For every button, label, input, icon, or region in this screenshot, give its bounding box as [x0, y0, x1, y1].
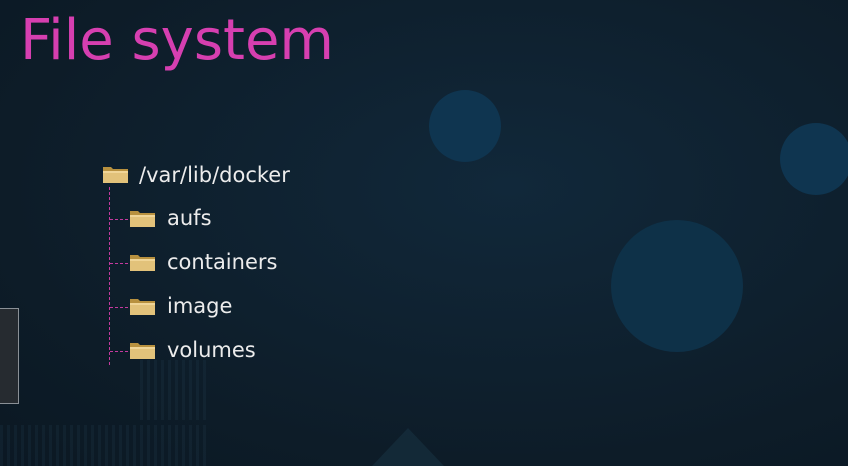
background-decoration [0, 425, 210, 466]
tree-item-image[interactable]: image [167, 294, 233, 318]
folder-icon [129, 208, 156, 228]
tree-connector-horizontal [110, 263, 128, 264]
tree-connector-horizontal [110, 351, 128, 352]
side-panel-edge[interactable] [0, 308, 19, 404]
folder-icon [129, 296, 156, 316]
background-decoration [372, 428, 444, 466]
tree-item-containers[interactable]: containers [167, 250, 278, 274]
tree-item-volumes[interactable]: volumes [167, 338, 256, 362]
folder-icon [102, 164, 129, 184]
background-bubble [429, 90, 501, 162]
slide-title: File system [20, 8, 334, 73]
background-decoration [140, 360, 210, 420]
tree-connector-horizontal [110, 219, 128, 220]
tree-connector-horizontal [110, 307, 128, 308]
tree-item-aufs[interactable]: aufs [167, 206, 212, 230]
background-bubble [611, 220, 743, 352]
folder-icon [129, 252, 156, 272]
tree-connector-vertical [109, 187, 110, 365]
background-bubble [780, 123, 848, 195]
tree-root-label[interactable]: /var/lib/docker [139, 163, 290, 187]
folder-icon [129, 340, 156, 360]
